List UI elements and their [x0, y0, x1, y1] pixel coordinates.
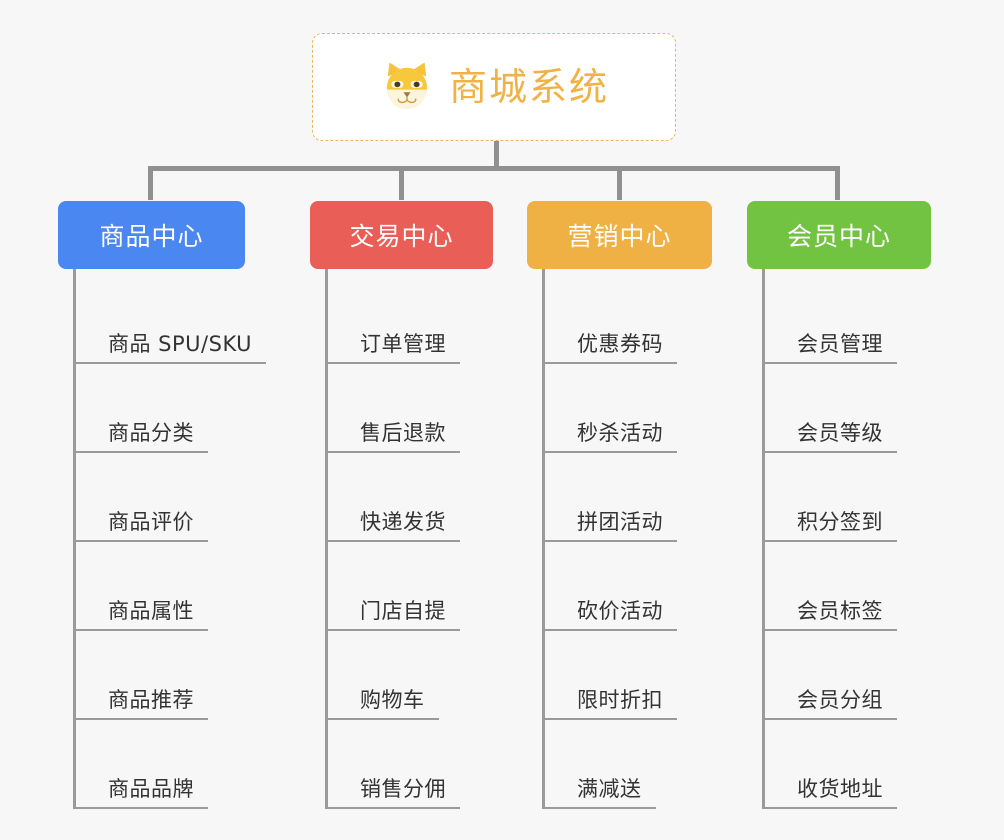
- list-item-label: 商品推荐: [76, 688, 208, 720]
- list-item[interactable]: 砍价活动: [545, 542, 712, 631]
- list-item-label: 快递发货: [328, 510, 460, 542]
- category-label: 交易中心: [349, 222, 454, 251]
- list-item-label: 积分签到: [765, 510, 897, 542]
- list-item-label: 商品分类: [76, 421, 208, 453]
- list-item-label: 会员标签: [765, 599, 897, 631]
- list-item-label: 收货地址: [765, 777, 897, 809]
- list-item-label: 秒杀活动: [545, 421, 677, 453]
- list-item[interactable]: 商品评价: [76, 453, 245, 542]
- category-header-marketing-center[interactable]: 营销中心: [527, 201, 712, 269]
- list-item-label: 商品属性: [76, 599, 208, 631]
- list-item[interactable]: 商品品牌: [76, 720, 245, 809]
- list-item[interactable]: 门店自提: [328, 542, 493, 631]
- list-item-label: 商品 SPU/SKU: [76, 332, 267, 364]
- category-header-product-center[interactable]: 商品中心: [58, 201, 245, 269]
- list-item-label: 会员管理: [765, 332, 897, 364]
- leaf-list-product-center: 商品 SPU/SKU 商品分类 商品评价 商品属性 商品推荐 商品品牌: [73, 269, 267, 809]
- shiba-inu-face-icon: [379, 59, 435, 115]
- list-item-label: 商品评价: [76, 510, 208, 542]
- list-item[interactable]: 会员标签: [765, 542, 931, 631]
- list-item-label: 限时折扣: [545, 688, 677, 720]
- list-item[interactable]: 满减送: [545, 720, 712, 809]
- list-item[interactable]: 秒杀活动: [545, 364, 712, 453]
- connector-horizontal-bus: [148, 166, 840, 171]
- connector-drop-3: [617, 166, 622, 200]
- leaf-list-member-center: 会员管理 会员等级 积分签到 会员标签 会员分组 收货地址: [762, 269, 931, 809]
- list-item[interactable]: 优惠券码: [545, 275, 712, 364]
- list-item[interactable]: 售后退款: [328, 364, 493, 453]
- list-item-label: 满减送: [545, 777, 656, 809]
- list-item-label: 购物车: [328, 688, 439, 720]
- list-item[interactable]: 积分签到: [765, 453, 931, 542]
- connector-drop-1: [148, 166, 153, 200]
- list-item[interactable]: 拼团活动: [545, 453, 712, 542]
- column-marketing-center: 营销中心 优惠券码 秒杀活动 拼团活动 砍价活动 限时折扣 满减送: [527, 201, 712, 809]
- category-label: 会员中心: [786, 222, 891, 251]
- list-item-label: 门店自提: [328, 599, 460, 631]
- category-label: 营销中心: [567, 222, 672, 251]
- list-item[interactable]: 会员分组: [765, 631, 931, 720]
- list-item[interactable]: 订单管理: [328, 275, 493, 364]
- list-item[interactable]: 销售分佣: [328, 720, 493, 809]
- category-label: 商品中心: [99, 222, 204, 251]
- column-trade-center: 交易中心 订单管理 售后退款 快递发货 门店自提 购物车 销售分佣: [310, 201, 493, 809]
- list-item-label: 订单管理: [328, 332, 460, 364]
- list-item-label: 会员分组: [765, 688, 897, 720]
- list-item[interactable]: 商品推荐: [76, 631, 245, 720]
- list-item[interactable]: 商品分类: [76, 364, 245, 453]
- list-item-label: 砍价活动: [545, 599, 677, 631]
- list-item[interactable]: 会员管理: [765, 275, 931, 364]
- leaf-list-trade-center: 订单管理 售后退款 快递发货 门店自提 购物车 销售分佣: [325, 269, 493, 809]
- column-product-center: 商品中心 商品 SPU/SKU 商品分类 商品评价 商品属性 商品推荐 商品品牌: [58, 201, 267, 809]
- connector-drop-2: [399, 166, 404, 200]
- connector-root-vertical: [494, 141, 499, 169]
- list-item-label: 拼团活动: [545, 510, 677, 542]
- list-item-label: 销售分佣: [328, 777, 460, 809]
- root-node[interactable]: 商城系统: [312, 33, 676, 141]
- list-item[interactable]: 快递发货: [328, 453, 493, 542]
- leaf-list-marketing-center: 优惠券码 秒杀活动 拼团活动 砍价活动 限时折扣 满减送: [542, 269, 712, 809]
- list-item[interactable]: 购物车: [328, 631, 493, 720]
- category-header-member-center[interactable]: 会员中心: [747, 201, 931, 269]
- list-item[interactable]: 限时折扣: [545, 631, 712, 720]
- list-item-label: 售后退款: [328, 421, 460, 453]
- list-item[interactable]: 商品属性: [76, 542, 245, 631]
- list-item[interactable]: 收货地址: [765, 720, 931, 809]
- list-item-label: 商品品牌: [76, 777, 208, 809]
- list-item[interactable]: 会员等级: [765, 364, 931, 453]
- list-item[interactable]: 商品 SPU/SKU: [76, 275, 267, 364]
- list-item-label: 优惠券码: [545, 332, 677, 364]
- connector-drop-4: [835, 166, 840, 200]
- list-item-label: 会员等级: [765, 421, 897, 453]
- category-header-trade-center[interactable]: 交易中心: [310, 201, 493, 269]
- root-title: 商城系统: [448, 65, 609, 109]
- column-member-center: 会员中心 会员管理 会员等级 积分签到 会员标签 会员分组 收货地址: [747, 201, 931, 809]
